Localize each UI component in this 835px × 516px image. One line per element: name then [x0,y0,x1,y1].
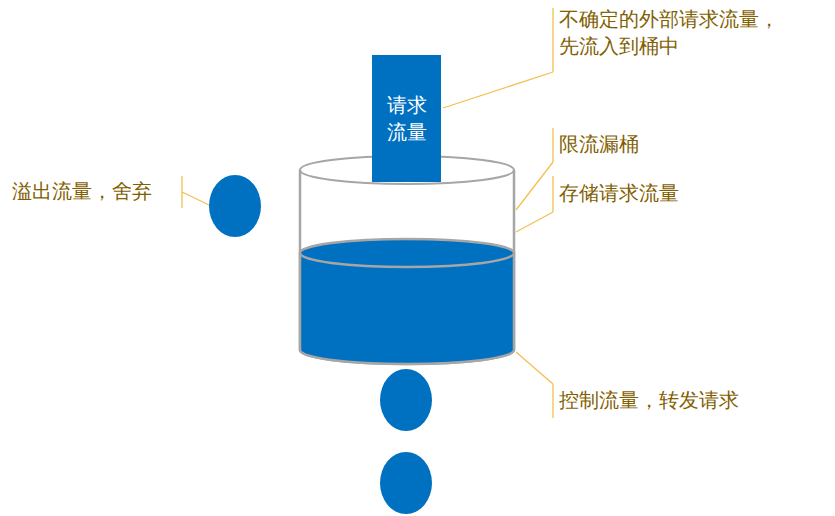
bucket [300,156,514,364]
request-flow-box: 请求 流量 [372,55,441,182]
leader-line [182,176,209,208]
leader-line [516,352,553,418]
outflow-drop [380,452,432,514]
callout-label: 限流漏桶 [559,131,639,158]
outflow-drop [380,369,432,431]
bucket-wall [300,170,514,364]
leader-line [443,8,553,108]
leader-line [516,128,553,210]
callout-label: 控制流量，转发请求 [559,387,739,414]
leader-lines [182,8,553,418]
callout-label: 不确定的外部请求流量， 先流入到桶中 [559,6,791,60]
overflow-drop [209,175,261,237]
callout-label: 溢出流量，舍弃 [12,178,152,205]
leader-line [516,176,553,232]
water-surface [300,239,514,267]
node-label: 请求 流量 [383,92,431,146]
bucket-water [300,253,514,364]
callout-label: 存储请求流量 [559,180,679,207]
